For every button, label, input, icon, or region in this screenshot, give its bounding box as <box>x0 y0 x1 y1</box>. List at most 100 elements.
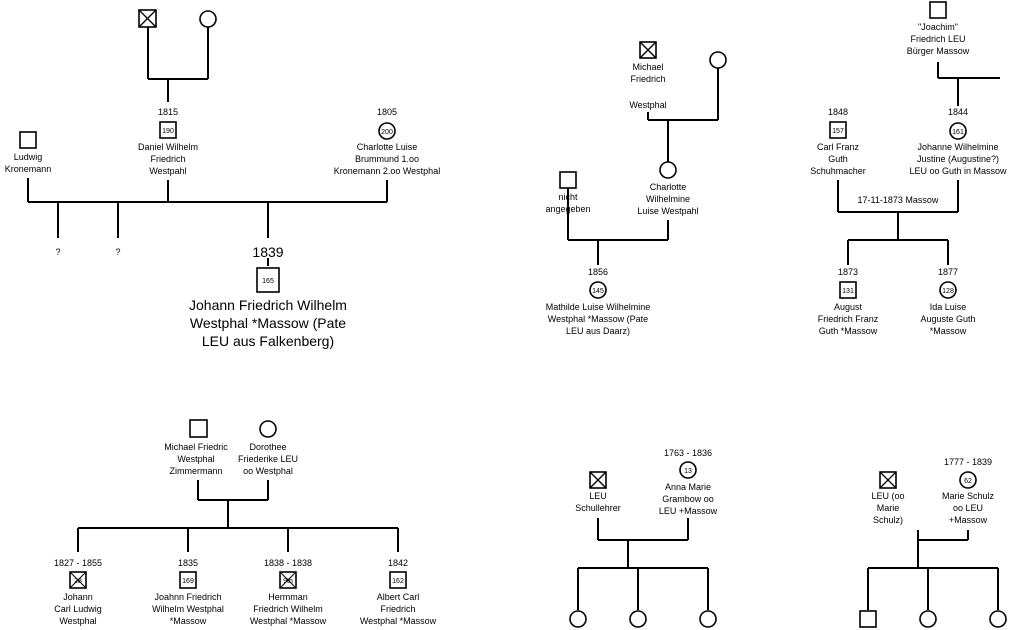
father-name-line: Daniel Wilhelm <box>138 142 198 152</box>
child1-name-line: Johann <box>63 592 93 602</box>
grandmother-symbol <box>709 51 727 69</box>
child3-year: 1838 - 1838 <box>264 558 312 568</box>
child2-name-line: *Massow <box>170 616 207 626</box>
child-id: 165 <box>262 278 274 285</box>
marriage-label: 17-11-1873 Massow <box>858 195 939 205</box>
father-name-line: nicht <box>558 192 578 202</box>
mother-name-line: Charlotte <box>650 182 687 192</box>
child3-id: 9th <box>283 578 293 585</box>
father-name-line: Schuhmacher <box>810 166 866 176</box>
unknown-child-mark: ? <box>55 247 60 257</box>
first-husband-name-line: Kronemann <box>5 164 52 174</box>
mother-name-line: Dorothee <box>249 442 286 452</box>
child-symbol <box>589 281 607 299</box>
child1-name-line: Guth *Massow <box>819 326 878 336</box>
father-name-line: LEU <box>589 491 607 501</box>
tree-2: Michael Friedrich Westphal Charlotte Wil… <box>545 41 727 336</box>
mother-name-line: Justine (Augustine?) <box>917 154 999 164</box>
tree-1: 1815 190 Daniel Wilhelm Friedrich Westpa… <box>5 9 440 349</box>
child2-name-line: Auguste Guth <box>920 314 975 324</box>
father-name-line: Westpahl <box>149 166 186 176</box>
mother-year: 1844 <box>948 107 968 117</box>
child2-id: 169 <box>182 578 194 585</box>
mother-symbol <box>959 471 977 489</box>
child1-id: 28 <box>74 578 82 585</box>
father-symbol <box>559 171 577 189</box>
mother-name-line: LEU +Massow <box>659 506 718 516</box>
child3-symbol <box>989 610 1007 628</box>
mother-name-line: Grambow oo <box>662 494 714 504</box>
mother-symbol <box>659 161 677 179</box>
child1-symbol <box>569 610 587 628</box>
grandmother-symbol <box>199 10 217 28</box>
child2-year: 1877 <box>938 267 958 277</box>
child4-name-line: Albert Carl <box>377 592 420 602</box>
child3-name-line: Hermman <box>268 592 308 602</box>
child2-name-line: *Massow <box>930 326 967 336</box>
tree-5: LEU Schullehrer 1763 - 1836 13 Anna Mari… <box>569 448 718 628</box>
mother-id: 200 <box>381 129 393 136</box>
tree-4: Michael Friedric Westphal Zimmermann Dor… <box>54 419 437 626</box>
father-name-line: LEU (oo <box>871 491 904 501</box>
father-name-line: Marie <box>877 503 900 513</box>
grandfather-name-line: "Joachim" <box>918 22 958 32</box>
mother-name-line: Kronemann 2.oo Westphal <box>334 166 440 176</box>
mother-year: 1777 - 1839 <box>944 457 992 467</box>
father-name-line: Schullehrer <box>575 503 621 513</box>
mother-symbol <box>949 122 967 140</box>
grandfather-deceased-symbol <box>138 9 157 28</box>
father-year: 1815 <box>158 107 178 117</box>
mother-year: 1763 - 1836 <box>664 448 712 458</box>
child-symbol <box>256 267 280 293</box>
tree-6: LEU (oo Marie Schulz) 1777 - 1839 62 Mar… <box>859 457 1007 628</box>
mother-name-line: Luise Westpahl <box>637 206 698 216</box>
mother-name-line: LEU oo Guth in Massow <box>909 166 1007 176</box>
child2-symbol <box>939 281 957 299</box>
child2-symbol <box>629 610 647 628</box>
mother-name-line: Charlotte Luise <box>357 142 418 152</box>
child1-name-line: Carl Ludwig <box>54 604 102 614</box>
first-husband-name-line: Ludwig <box>14 152 43 162</box>
child4-name-line: Westphal *Massow <box>360 616 437 626</box>
child-name-line: LEU aus Daarz) <box>566 326 630 336</box>
grandfather-name-line: Michael <box>632 62 663 72</box>
mother-symbol <box>378 122 396 140</box>
child1-year: 1827 - 1855 <box>54 558 102 568</box>
child1-symbol <box>839 281 857 299</box>
father-symbol <box>159 121 177 139</box>
father-symbol <box>189 419 208 438</box>
grandfather-name-line: Friedrich <box>630 74 665 84</box>
mother-id: 161 <box>952 129 964 136</box>
mother-name-line: oo Westphal <box>243 466 293 476</box>
child4-year: 1842 <box>388 558 408 568</box>
father-name-line: Michael Friedric <box>164 442 228 452</box>
child2-id: 128 <box>942 288 954 295</box>
child1-year: 1873 <box>838 267 858 277</box>
child-year: 1839 <box>252 244 283 260</box>
child1-id: 131 <box>842 288 854 295</box>
father-year: 1848 <box>828 107 848 117</box>
child1-name-line: August <box>834 302 863 312</box>
child1-name-line: Westphal <box>59 616 96 626</box>
mother-symbol <box>679 461 697 479</box>
child2-year: 1835 <box>178 558 198 568</box>
father-id: 190 <box>162 128 174 135</box>
child3-name-line: Friedrich Wilhelm <box>253 604 323 614</box>
mother-name-line: +Massow <box>949 515 988 525</box>
father-name-line: Friedrich <box>150 154 185 164</box>
father-id: 157 <box>832 128 844 135</box>
father-deceased-symbol <box>589 471 607 489</box>
child1-name-line: Friedrich Franz <box>818 314 879 324</box>
father-name-line: Guth <box>828 154 848 164</box>
child2-name-line: Ida Luise <box>930 302 967 312</box>
child-year: 1856 <box>588 267 608 277</box>
child4-name-line: Friedrich <box>380 604 415 614</box>
mother-name-line: Brummund 1.oo <box>355 154 419 164</box>
father-deceased-symbol <box>879 471 897 489</box>
father-name-line: angegeben <box>545 204 590 214</box>
father-name-line: Carl Franz <box>817 142 860 152</box>
child2-symbol <box>179 571 197 589</box>
grandfather-name-line: Bürger Massow <box>907 46 970 56</box>
child-id: 145 <box>592 288 604 295</box>
